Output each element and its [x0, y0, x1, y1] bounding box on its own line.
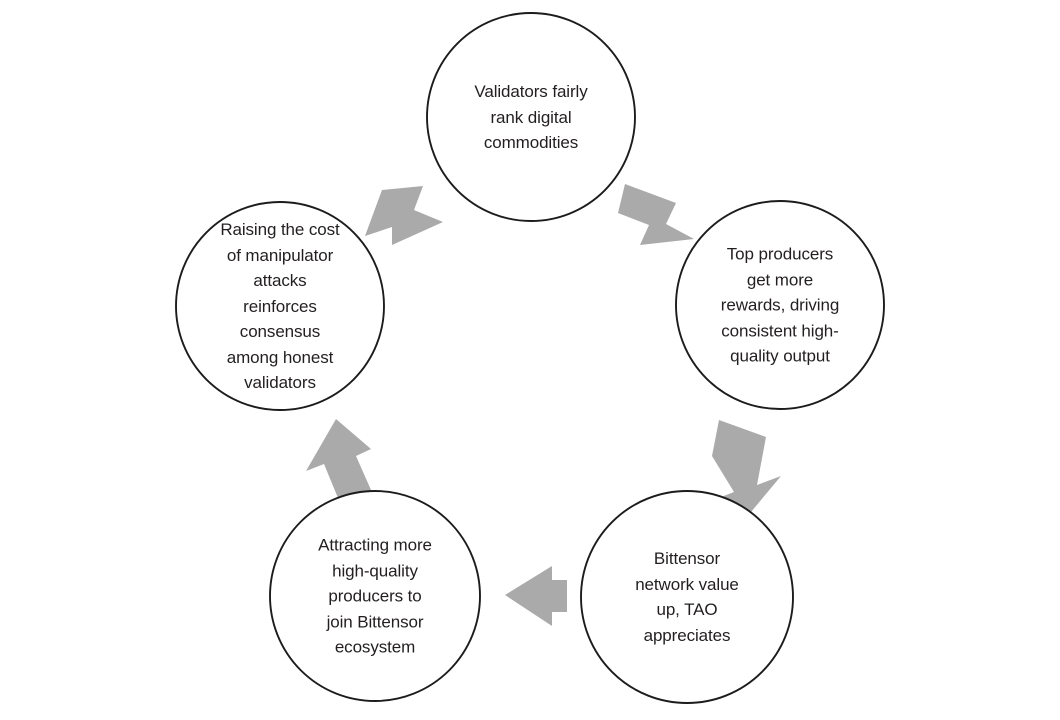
node-circle-network-value-up — [580, 490, 794, 704]
arrow-validators-to-producers-icon — [618, 184, 694, 245]
arrow-producers-to-network-icon — [711, 420, 781, 518]
arrow-raising-to-validators-icon — [365, 186, 443, 245]
arrow-attracting-to-raising-icon — [306, 419, 371, 498]
node-circle-raising-cost-attacks — [175, 201, 385, 411]
arrow-group — [306, 184, 781, 626]
node-circle-attracting-producers — [269, 490, 481, 702]
node-group — [175, 12, 885, 704]
node-circle-validators-rank — [426, 12, 636, 222]
arrow-network-to-attracting-icon — [505, 566, 567, 626]
node-circle-top-producers-rewards — [675, 200, 885, 410]
